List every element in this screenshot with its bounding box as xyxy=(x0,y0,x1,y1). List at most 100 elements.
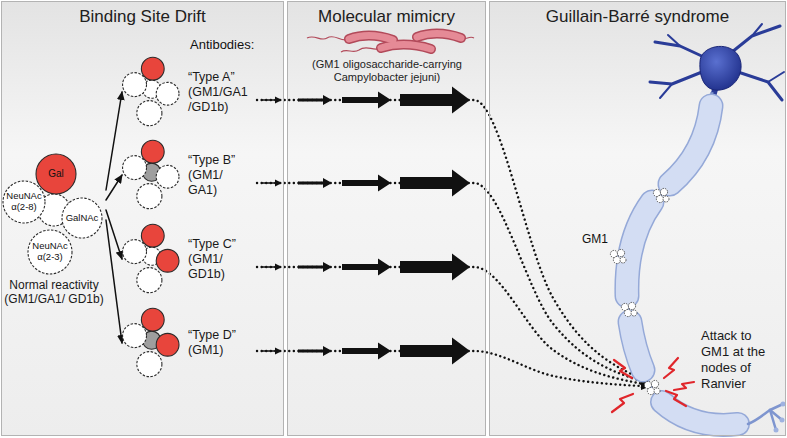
attack-bolts xyxy=(612,358,694,412)
residue-label: GalNAc xyxy=(66,213,99,224)
drifted-site-node: “Type B”(GM1/ GA1) xyxy=(122,138,257,212)
wide-arrow xyxy=(342,175,391,192)
root-caption: Normal reactivity (GM1/GA1/ GD1b) xyxy=(2,278,106,306)
lightning-bolt xyxy=(666,391,686,406)
drifted-site-node: “Type C”(GM1/ GD1b) xyxy=(122,222,257,296)
panel-heading: Binding Site Drift xyxy=(2,2,283,27)
wide-arrow xyxy=(342,343,391,360)
binding-site-shape xyxy=(122,138,182,212)
bacterium-outline xyxy=(417,34,461,38)
lightning-bolt xyxy=(612,394,633,412)
glycan-lobe xyxy=(3,181,45,223)
medium-arrow xyxy=(298,178,332,188)
glycan-lobe xyxy=(28,230,72,274)
glycan-lobe xyxy=(62,198,102,238)
panel-ground xyxy=(1,1,284,436)
medium-arrow xyxy=(298,346,332,356)
myelin-outline xyxy=(670,106,711,184)
bacterium-body xyxy=(349,36,393,40)
bacterium-body xyxy=(417,34,461,38)
antibody-class-label: (GM1/GA1 /GD1b) xyxy=(188,85,254,115)
escalation-arrows xyxy=(261,87,470,365)
dendrite xyxy=(752,24,762,36)
medium-arrow xyxy=(298,95,332,105)
terminal-branch xyxy=(748,410,770,424)
glycan-lobe xyxy=(123,240,147,264)
ganglioside-label: GM1 xyxy=(582,233,608,246)
attack-note: Attack to GM1 at the nodes of Ranvier xyxy=(701,328,782,392)
residue-label: NeuNAc α(2-3) xyxy=(29,241,71,262)
residue-label: NeuNAc α(2-8) xyxy=(4,191,44,212)
terminal-button xyxy=(774,428,779,433)
thick-arrow xyxy=(400,170,470,197)
myelin-outline xyxy=(627,202,652,296)
ganglioside-cluster xyxy=(610,249,626,263)
bacterium-caption: (GM1 oligosaccharide-carrying Campylobac… xyxy=(297,58,477,84)
bacterium-node: (GM1 oligosaccharide-carrying Campylobac… xyxy=(297,28,477,84)
antibody-class-label: (GM1/ GA1) xyxy=(188,168,254,198)
thin-arrow xyxy=(261,179,282,186)
neuron-body xyxy=(700,46,741,90)
dendrites xyxy=(650,24,784,100)
dendrite xyxy=(650,72,702,84)
ganglioside-cluster xyxy=(653,188,669,202)
medium-arrow xyxy=(298,262,332,272)
glycan-lobe xyxy=(141,140,164,163)
glycan-lobe xyxy=(141,308,164,331)
glycan-lobe xyxy=(137,352,162,377)
axon-terminal xyxy=(748,404,783,430)
mimicry-pathway xyxy=(257,100,649,382)
attack-target-node: Attack to GM1 at the nodes of Ranvier xyxy=(649,320,786,400)
dendrite xyxy=(768,72,784,82)
ganglioside-cluster xyxy=(644,380,660,394)
ganglioside-cluster xyxy=(621,302,637,316)
myelin-segment xyxy=(662,402,738,425)
binding-site-shape xyxy=(122,222,182,296)
label-column: “Type B”(GM1/ GA1) xyxy=(188,153,254,198)
lightning-bolt xyxy=(614,360,632,378)
bacterium-outline xyxy=(381,45,431,49)
flagellum xyxy=(341,48,381,52)
terminal-branch xyxy=(770,410,776,430)
panel-band: (GM1 oligosaccharide-carrying Campylobac… xyxy=(287,1,486,436)
lightning-bolt xyxy=(664,358,678,378)
thick-arrow xyxy=(400,87,470,114)
panel-heading: Guillain-Barré syndrome xyxy=(490,2,785,27)
glycan-lobe xyxy=(123,156,147,180)
thick-arrow xyxy=(400,254,470,281)
section-label: Antibodies: xyxy=(190,38,254,53)
mimicry-pathway xyxy=(257,267,649,385)
binding-site-shape xyxy=(122,306,182,380)
dendrite xyxy=(660,84,672,98)
antibody-class-label: “Type C” xyxy=(188,237,254,252)
dendrite xyxy=(655,42,706,58)
glycan-lobe xyxy=(36,154,76,194)
drift-arrow xyxy=(106,92,122,190)
antibody-class-label: “Type D” xyxy=(188,328,254,343)
lightning-bolt xyxy=(674,382,694,390)
mimicry-pathway xyxy=(257,183,649,384)
label-column: “Type D”(GM1) xyxy=(188,328,254,358)
bacteria-illustration xyxy=(297,28,477,58)
drift-arrow xyxy=(106,175,122,200)
glycan-lobe xyxy=(156,82,179,105)
bacterium-outline xyxy=(349,36,393,40)
drifted-site-node: “Type A”(GM1/GA1 /GD1b) xyxy=(122,55,257,129)
drifted-site-node: “Type D”(GM1) xyxy=(122,306,257,380)
bacterium-body xyxy=(381,45,431,49)
thin-arrow xyxy=(261,96,282,103)
wide-arrow xyxy=(342,92,391,109)
binding-site-shape xyxy=(122,55,182,129)
glycan-lobe xyxy=(137,101,162,126)
myelin-segment xyxy=(627,202,652,296)
connector-group xyxy=(106,92,649,387)
myelin-outline xyxy=(662,402,738,425)
dendrite xyxy=(668,35,680,46)
antibody-class-label: “Type A” xyxy=(188,70,254,85)
panel-band: Attack to GM1 at the nodes of Ranvier Gui… xyxy=(489,1,786,436)
label-column: “Type C”(GM1/ GD1b) xyxy=(188,237,254,282)
glycan-lobe xyxy=(137,184,162,209)
glycan-lobe xyxy=(141,224,164,247)
glycan-lobe xyxy=(123,324,147,348)
